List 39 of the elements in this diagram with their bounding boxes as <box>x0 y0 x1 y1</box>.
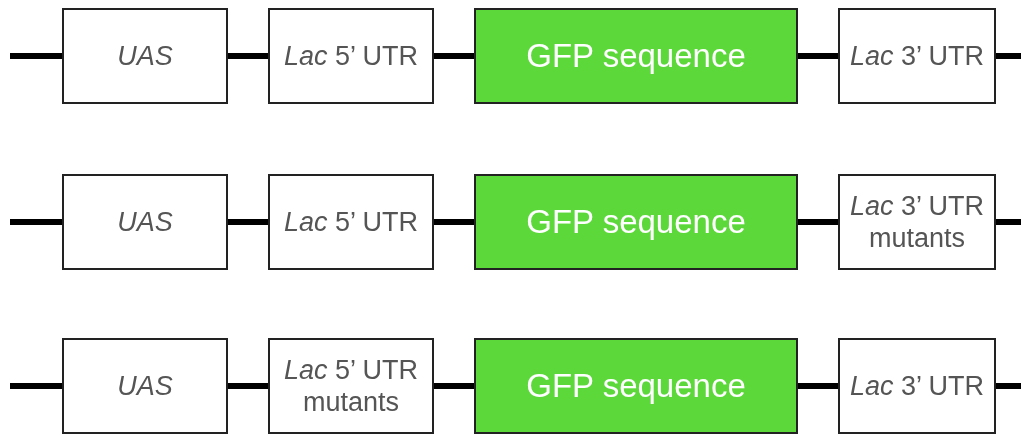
connector-line <box>798 53 838 59</box>
enhancer-box <box>62 8 228 104</box>
gene-box <box>474 338 798 434</box>
utr-box <box>268 8 434 104</box>
connector-line <box>798 219 838 225</box>
box-label: UAS <box>116 205 174 239</box>
connector-line <box>10 53 62 59</box>
box-label: GFP sequence <box>525 36 747 76</box>
box-label: Lac 3’ UTR <box>848 369 986 403</box>
utr-box <box>268 338 434 434</box>
connector-line <box>996 53 1021 59</box>
connector-line <box>434 219 474 225</box>
gene-box <box>474 8 798 104</box>
connector-line <box>10 219 62 225</box>
box-label: Lac 5’ UTR <box>282 205 420 239</box>
connector-line <box>798 383 838 389</box>
box-label: Lac 3’ UTR mutants <box>848 189 986 255</box>
box-label: UAS <box>116 369 174 403</box>
connector-line <box>996 219 1021 225</box>
connector-line <box>228 219 268 225</box>
box-label: Lac 5’ UTR <box>282 39 420 73</box>
connector-line <box>434 53 474 59</box>
utr-box <box>838 338 996 434</box>
utr-box <box>838 8 996 104</box>
enhancer-box <box>62 338 228 434</box>
utr-box <box>268 174 434 270</box>
connector-line <box>228 383 268 389</box>
connector-line <box>228 53 268 59</box>
box-label: GFP sequence <box>525 366 747 406</box>
enhancer-box <box>62 174 228 270</box>
box-label: Lac 3’ UTR <box>848 39 986 73</box>
box-label: UAS <box>116 39 174 73</box>
connector-line <box>996 383 1021 389</box>
box-label: GFP sequence <box>525 202 747 242</box>
connector-line <box>10 383 62 389</box>
gene-box <box>474 174 798 270</box>
connector-line <box>434 383 474 389</box>
utr-box <box>838 174 996 270</box>
box-label: Lac 5’ UTR mutants <box>282 353 420 419</box>
